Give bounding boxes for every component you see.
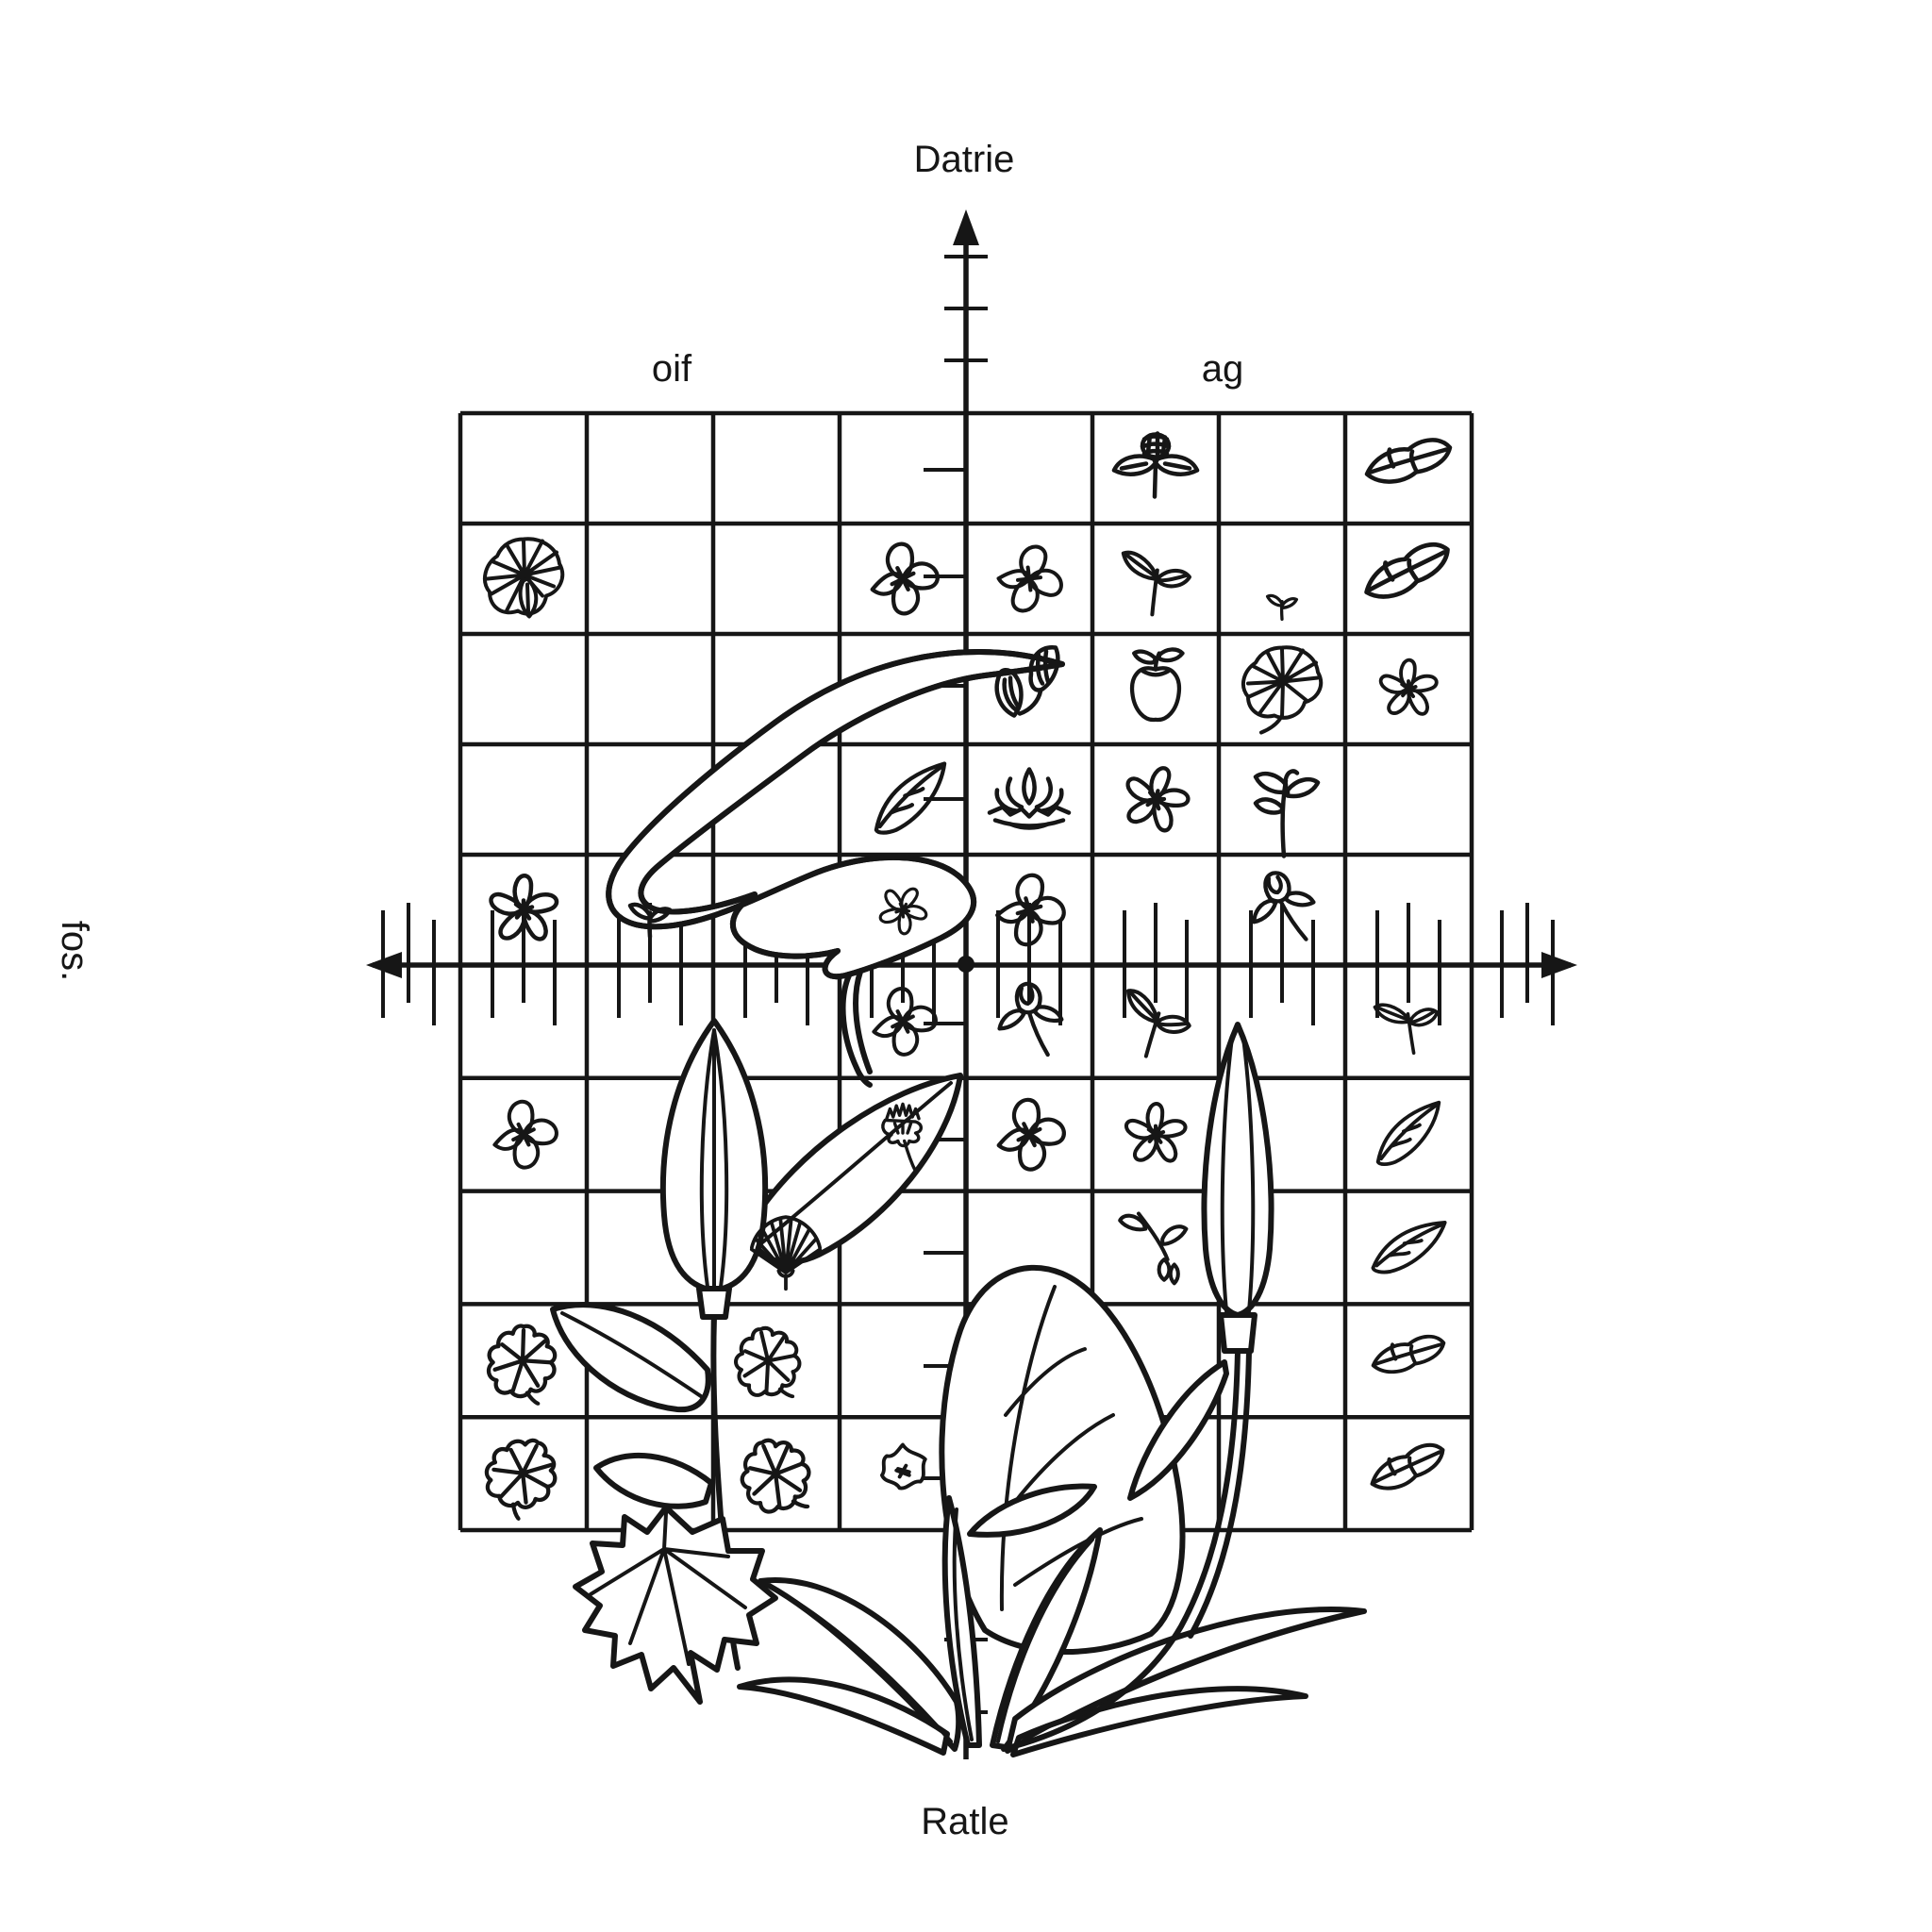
geranium-leaf: [573, 1505, 778, 1705]
cell-icon-ruffle: [474, 1427, 566, 1525]
cell-icon-floret4: [494, 1102, 557, 1168]
cell-icon-rosebud: [992, 979, 1067, 1062]
plantain-plant: [737, 1264, 1367, 1757]
cell-icon-star5: [879, 1442, 927, 1491]
cell-icon-tallsprig: [1256, 772, 1318, 857]
cell-icon-flower5: [1115, 759, 1196, 839]
cell-icon-leafH: [1367, 440, 1450, 481]
cell-icon-trillium: [1114, 434, 1197, 497]
cell-icon-floret4: [874, 989, 936, 1055]
cell-icon-ruffle: [728, 1322, 808, 1409]
cell-icon-lilypad: [1241, 645, 1324, 735]
cell-icon-apple: [1132, 649, 1182, 720]
y-axis-arrowhead: [953, 209, 979, 245]
origin-dot: [958, 956, 974, 973]
poppy-plant: [967, 1022, 1274, 1752]
cell-icon-leafH: [1371, 1334, 1446, 1374]
cell-icon-floret4: [993, 871, 1070, 951]
axis-label-top: Datrie: [914, 139, 1015, 180]
cell-icon-sprout: [1265, 593, 1299, 622]
cell-icon-ruffle: [489, 1326, 555, 1404]
cell-icon-lotus: [990, 770, 1069, 828]
axis-label-left: fos.: [54, 921, 95, 981]
cell-icon-floret4: [991, 538, 1071, 621]
cell-icon-ruffle: [730, 1429, 823, 1527]
x-axis-arrowhead-right: [1541, 952, 1577, 978]
axis-label-bottom: Ratle: [921, 1801, 1008, 1842]
cell-icon-leafD: [1370, 1208, 1447, 1285]
cell-icon-leafH: [1368, 1443, 1447, 1491]
cell-icon-fanleaf: [482, 537, 565, 619]
cell-icon-peas: [1120, 1214, 1186, 1284]
quadrant-label-left: oif: [652, 348, 692, 390]
scurve-leaf: [606, 649, 1065, 1088]
cell-icon-floret4: [873, 544, 938, 614]
quadrant-label-right: ag: [1202, 348, 1244, 390]
cell-icon-floret4: [999, 1100, 1064, 1170]
cell-icon-leafD: [1375, 1100, 1441, 1167]
cell-icon-flower5: [1124, 1104, 1187, 1164]
large-plants: [550, 649, 1367, 1757]
cell-icon-leafH: [1360, 541, 1454, 600]
cell-icon-sprig: [1124, 553, 1190, 615]
cell-icon-flower5: [1376, 658, 1441, 720]
